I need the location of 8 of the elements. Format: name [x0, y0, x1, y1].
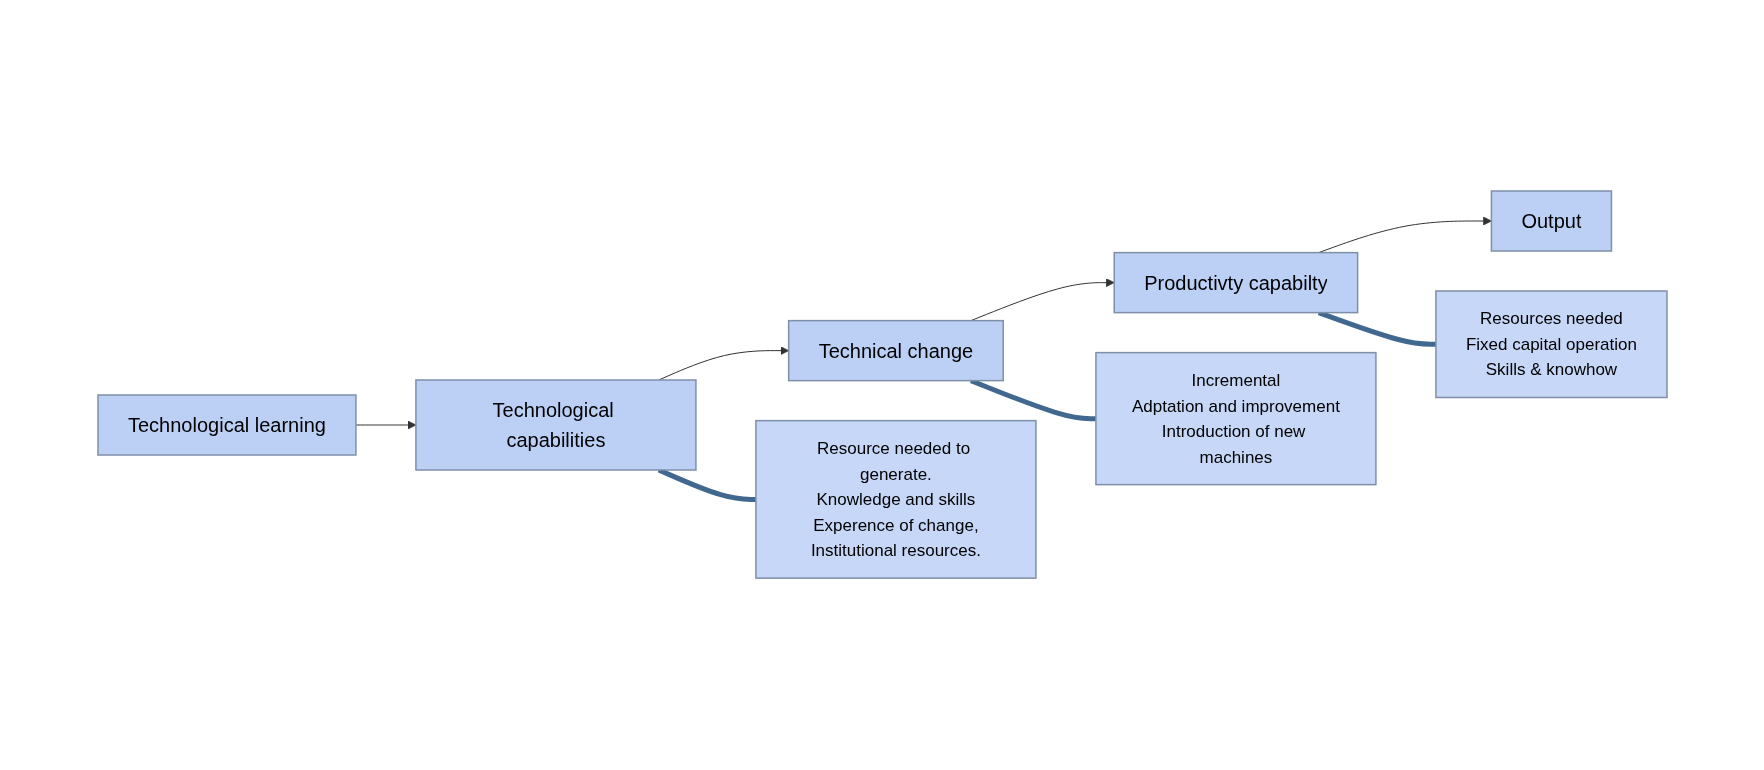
node-box: Productivty capabilty [1113, 252, 1358, 314]
node-box: Resource needed to generate. Knowledge and skills Experence of change, Institutional resources. [754, 420, 1037, 580]
node-box: Technological capabilities [414, 379, 697, 472]
node-box: Technical change [787, 320, 1004, 382]
node-box: Incremental Adptation and improvement Introduction of new machines [1094, 352, 1377, 486]
node-box: Technological learning [96, 394, 357, 457]
node-box: Resources needed Fixed capital operation Skills & knowhow [1434, 290, 1668, 399]
node-box: Output [1490, 190, 1612, 253]
